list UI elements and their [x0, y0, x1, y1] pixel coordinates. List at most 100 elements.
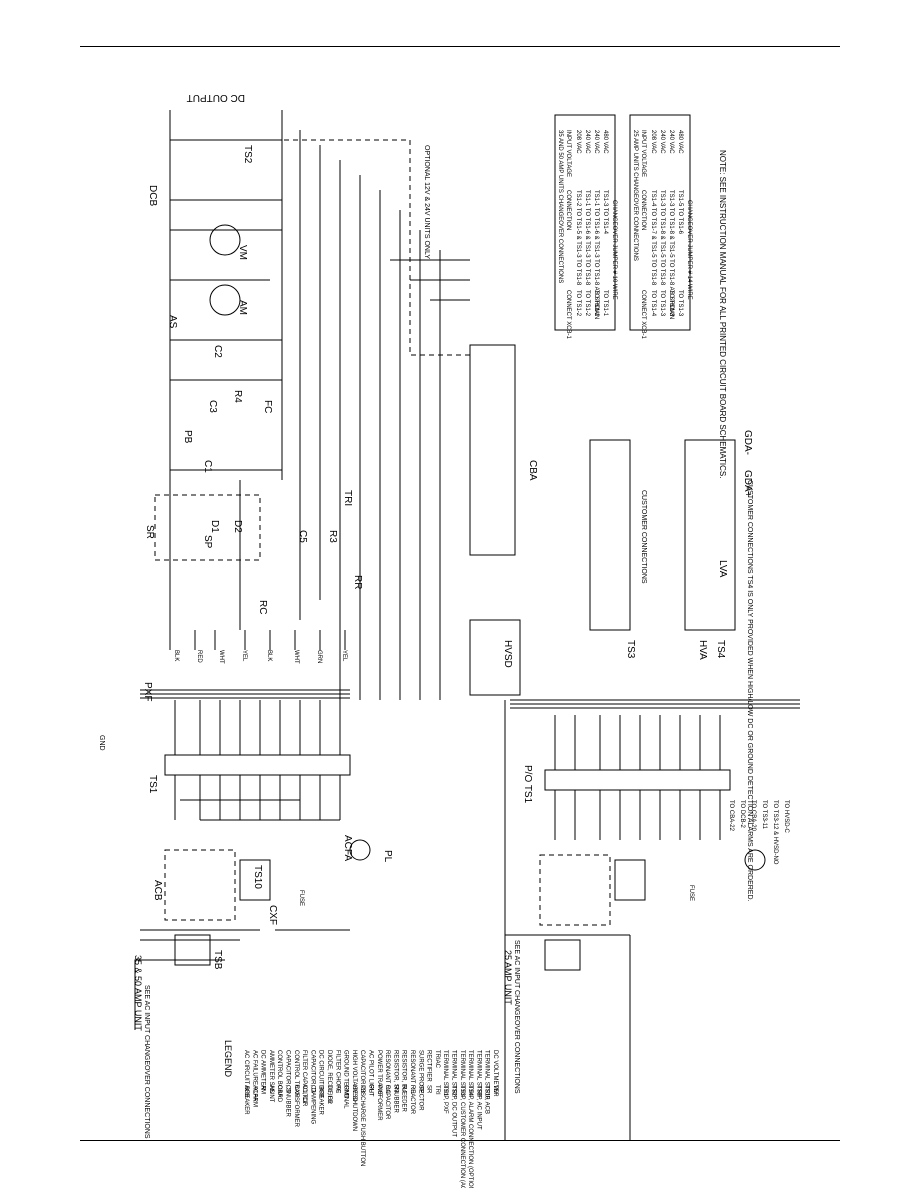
wire-tag-yel: YEL — [341, 650, 347, 662]
legend-desc: DC AMMETER — [260, 1050, 266, 1091]
bottom-rule — [80, 1140, 840, 1141]
label-acfa: ACFA — [342, 835, 353, 861]
legend-code: CXF — [293, 1085, 299, 1097]
wire-tag-yel: YEL — [241, 650, 247, 662]
legend-code: C5 — [285, 1085, 291, 1093]
label-sp: SP — [202, 535, 213, 549]
ts1-output: TO CBA-20 — [750, 800, 756, 832]
legend-desc: TERMINAL STRIP, PXF — [442, 1050, 448, 1114]
table-cell: TO TS1-1 — [602, 290, 608, 317]
legend-code: GND — [343, 1085, 349, 1099]
label-as: AS — [167, 315, 178, 329]
table-cell: 240 VAC — [668, 130, 674, 154]
table-cell: TO TS1-3 — [677, 290, 683, 317]
table-cell: TS1-2 TO TS1-5 & TS1-3 TO TS1-8 — [575, 190, 581, 286]
label-pb: PB — [182, 430, 193, 444]
legend-desc: SURGE PROTECTOR — [417, 1050, 423, 1111]
ts1-output: TO DCB-2 — [739, 800, 745, 829]
legend-code: PB — [359, 1085, 365, 1093]
table-header: INPUT VOLTAGE — [565, 130, 571, 177]
optional-note: OPTIONAL 12V & 24V UNITS ONLY — [423, 145, 430, 259]
legend-desc: AC CIRCUIT BREAKER — [243, 1050, 249, 1115]
legend-desc: TRIAC — [434, 1050, 440, 1069]
label-r3: R3 — [327, 530, 338, 543]
table-footer: CHANGEOVER JUMPER # 14 WIRE — [686, 200, 692, 300]
label-cxf: CXF — [267, 905, 278, 925]
label-tri: TRI — [342, 490, 353, 506]
ts1-output: TO HVSD-C — [783, 800, 789, 834]
legend-code: CBA — [276, 1085, 282, 1097]
table-cell: TO TS1-2 — [575, 290, 581, 317]
label-rr: RR — [352, 575, 363, 589]
table-cell: TS1-1 TO TS1-6 & TS1-3 TO TS1-8 — [584, 190, 590, 286]
legend-code: VM — [492, 1085, 498, 1094]
wire-tag-grn: GRN — [316, 650, 322, 663]
table-header: CONNECT XCB-1 — [640, 290, 646, 340]
unit-25-label: 25 AMP UNIT — [503, 950, 513, 1005]
section-title: DC OUTPUT — [187, 92, 245, 103]
legend-code: DCB — [318, 1085, 324, 1098]
table-cell: 208 VAC — [575, 130, 581, 154]
table-cell: TS1-3 TO TS1-8 & TS1-5 TO TS1-8 AS SHOWN — [668, 190, 674, 319]
customer-ts4: CUSTOMER CONNECTIONS TS4 IS ONLY PROVIDE… — [746, 480, 753, 902]
legend-code: AS — [268, 1085, 274, 1093]
table-title: 35 AND 50 AMP UNITS CHANGEOVER CONNECTIO… — [557, 130, 563, 283]
note-label: NOTE: SEE INSTRUCTION MANUAL FOR ALL PRI… — [718, 150, 727, 478]
legend-code: PL — [368, 1085, 374, 1093]
table-header: CONNECT XCB-1 — [565, 290, 571, 340]
label-ts3: TS3 — [625, 640, 636, 659]
label-am: AM — [237, 300, 248, 315]
label-sr: SR — [144, 525, 155, 539]
legend-desc: GROUND TERMINAL — [343, 1050, 349, 1109]
label-c2: C2 — [212, 345, 223, 358]
fuse-upper: FUSE — [298, 890, 304, 906]
label-fc: FC — [262, 400, 273, 413]
legend-code: TSB — [475, 1085, 481, 1097]
legend-desc: AC PILOT LIGHT — [368, 1050, 374, 1097]
label-ts4: TS4 — [715, 640, 726, 659]
table-header: CONNECTION — [565, 190, 571, 230]
ts1-output: TO TS3-11 — [761, 800, 767, 830]
legend-desc: DC VOLTMETER — [492, 1050, 498, 1097]
legend-code: TS4 — [467, 1085, 473, 1097]
legend-desc: POWER TRANSFORMER — [376, 1050, 382, 1121]
legend-desc: RECTIFIER — [426, 1050, 432, 1082]
label-tsb: TSB — [212, 950, 223, 970]
label-ts2: TS2 — [242, 145, 253, 164]
wire-tag-wht: WHT — [293, 650, 299, 664]
label-pl: PL — [382, 850, 393, 863]
legend-code: ACB — [243, 1085, 249, 1097]
legend-code: ACFA — [251, 1085, 257, 1101]
legend-desc: CONTROL BOARD — [276, 1050, 282, 1103]
table-cell: 480 VAC — [602, 130, 608, 154]
label-r4: R4 — [232, 390, 243, 403]
legend-code: C1, C2 — [301, 1085, 307, 1104]
legend-code: TS10 — [484, 1085, 490, 1100]
label-ts1: TS1 — [147, 775, 158, 794]
legend-code: TS3 — [459, 1085, 465, 1097]
table-cell: 480 VAC — [677, 130, 683, 154]
legend-desc: TERMINAL STRIP, CUSTOMER CONNECTION (ACF… — [459, 1050, 465, 1188]
legend-desc: RESONANT CAPACITOR — [384, 1050, 390, 1120]
legend-code: TRI — [434, 1085, 440, 1095]
see-ac-input-upper: SEE AC INPUT CHANGEOVER CONNECTIONS — [143, 985, 150, 1139]
table-cell: TS1-1 TO TS1-6 & TS1-3 TO TS1-8 AS SHOWN — [593, 190, 599, 319]
legend-code: PXF — [376, 1085, 382, 1097]
legend-desc: RESISTOR, SNUBBER — [392, 1050, 398, 1114]
legend-desc: DIODE, RECTIFIER — [326, 1050, 332, 1105]
label-rc: RC — [257, 600, 268, 614]
wire-tag-red: RED — [196, 650, 202, 663]
legend-desc: TERMINAL STRIP, ACB — [484, 1050, 490, 1114]
label-vm: VM — [237, 245, 248, 260]
see-ac-input-lower: SEE AC INPUT CHANGEOVER CONNECTIONS — [513, 940, 520, 1094]
wire-tag-blk: BLK — [266, 650, 272, 661]
legend-code: FC — [334, 1085, 340, 1094]
legend-desc: TERMINAL STRIP, AC INPUT — [475, 1050, 481, 1130]
label-gda-p: GDA+ — [742, 470, 753, 498]
wire-tag-blk: BLK — [173, 650, 179, 661]
label-d2: D2 — [232, 520, 243, 533]
legend-code: RC — [384, 1085, 390, 1094]
wire-layer — [134, 110, 800, 1140]
legend-code: R4 — [401, 1085, 407, 1093]
